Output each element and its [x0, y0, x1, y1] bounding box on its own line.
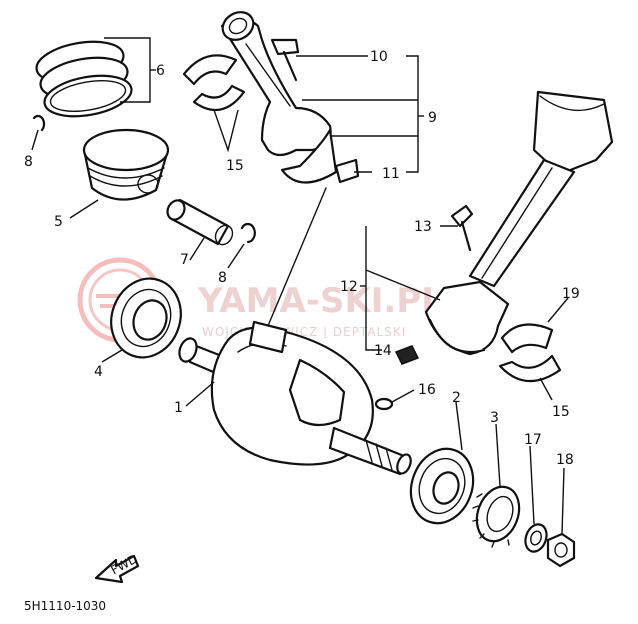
piston [82, 128, 170, 201]
callout-4: 4 [94, 364, 103, 380]
piston-pin-clip-upper [32, 114, 46, 132]
woodruff-key [374, 397, 394, 411]
washer [524, 523, 548, 553]
connecting-rod-upper [220, 11, 360, 184]
diagram-code: 5H1110-1030 [24, 599, 106, 613]
crankshaft [178, 320, 412, 476]
callout-15-right: 15 [552, 404, 570, 420]
callout-11: 11 [382, 166, 400, 182]
primary-drive-gear [472, 485, 521, 548]
callout-15-left: 15 [226, 158, 244, 174]
piston-pin [166, 198, 234, 246]
piston-pin-clip-lower [240, 222, 256, 244]
callout-8-upper: 8 [24, 154, 33, 170]
callout-18: 18 [556, 452, 574, 468]
callout-5: 5 [54, 214, 63, 230]
connecting-rod-bearing-shells-left [182, 54, 246, 112]
crankshaft-bearing-right [409, 447, 475, 525]
callout-17: 17 [524, 432, 542, 448]
callout-labels: 1 2 3 4 5 6 7 8 8 9 10 11 12 13 14 15 15… [24, 49, 580, 468]
crankshaft-bearing-left [110, 277, 182, 359]
piston-rings [35, 40, 133, 118]
callout-2: 2 [452, 390, 461, 406]
nut [546, 532, 576, 568]
callout-14: 14 [374, 343, 392, 359]
callout-7: 7 [180, 252, 189, 268]
callout-16: 16 [418, 382, 436, 398]
watermark-title: YAMA-SKI.PL [197, 281, 443, 321]
callout-10: 10 [370, 49, 388, 65]
callout-8-lower: 8 [218, 270, 227, 286]
callout-3: 3 [490, 410, 499, 426]
callout-19: 19 [562, 286, 580, 302]
callout-1: 1 [174, 400, 183, 416]
callout-13: 13 [414, 219, 432, 235]
forward-arrow-icon: FWD [94, 552, 140, 584]
callout-12: 12 [340, 279, 358, 295]
callout-6: 6 [156, 63, 165, 79]
callout-9: 9 [428, 110, 437, 126]
connecting-rod-lower [394, 90, 614, 365]
connecting-rod-bearing-shells-right [498, 323, 562, 383]
